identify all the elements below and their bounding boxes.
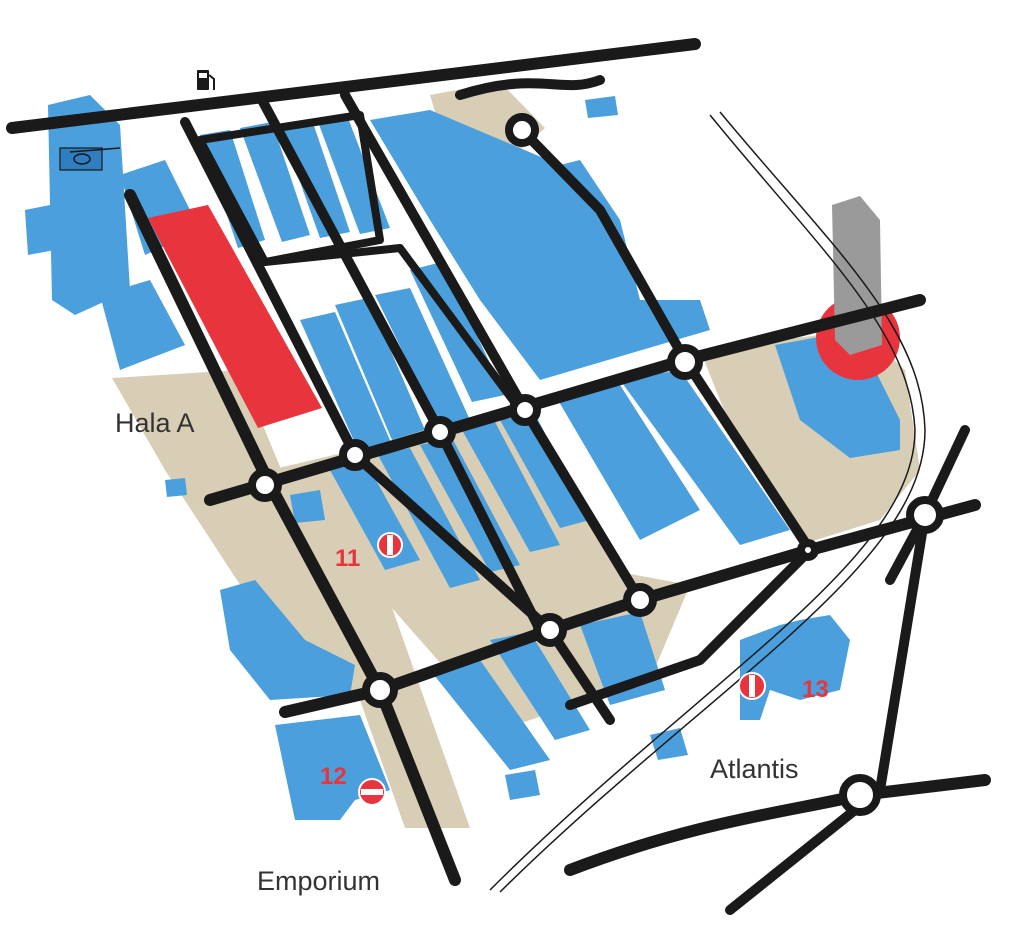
roundabout-1 xyxy=(505,113,539,147)
building-south-1 xyxy=(430,660,550,770)
road-diag-1 xyxy=(124,189,461,886)
building-small-1 xyxy=(585,96,618,118)
building-complex-large xyxy=(370,110,710,380)
ground-left xyxy=(112,370,470,828)
skyscraper-icon xyxy=(816,196,900,380)
roundabouts xyxy=(248,113,944,816)
building-left-4 xyxy=(220,580,355,700)
roundabout-10 xyxy=(906,496,944,534)
roundabout-9 xyxy=(362,672,398,708)
building-mid-row-1 xyxy=(300,312,392,450)
label-atlantis[interactable]: Atlantis xyxy=(710,754,799,784)
building-small-3 xyxy=(165,478,187,497)
helicopter-icon xyxy=(59,147,121,171)
building-top-row-3 xyxy=(280,120,350,238)
roundabout-8 xyxy=(533,613,567,647)
roundabout-7 xyxy=(623,583,657,617)
road-mid-inner xyxy=(261,244,524,414)
marker-12-label: 12 xyxy=(320,763,347,790)
road-top-inner xyxy=(196,111,384,266)
no-entry-bar xyxy=(361,789,383,795)
road-north-main xyxy=(6,38,701,134)
hala-a-highlight[interactable] xyxy=(148,205,322,428)
road-diag-2 xyxy=(180,117,615,725)
building-small-4 xyxy=(290,490,325,523)
building-top-row-1 xyxy=(200,130,265,248)
building-atlantis xyxy=(740,615,850,720)
rail-line-2 xyxy=(499,111,926,893)
building-mid-row-3 xyxy=(375,288,470,428)
roundabout-5 xyxy=(339,439,371,471)
fuel-station-icon xyxy=(197,70,215,90)
road-top-loop xyxy=(455,75,605,100)
building-lower-5 xyxy=(500,414,590,528)
building-south-2 xyxy=(490,632,590,740)
roundabout-3 xyxy=(509,394,541,426)
building-east-2 xyxy=(620,370,790,545)
building-small-2 xyxy=(650,728,688,760)
no-entry-bar xyxy=(387,535,393,555)
roundabout-4 xyxy=(424,416,456,448)
building-lower-4 xyxy=(462,422,560,552)
marker-11[interactable]: 11 xyxy=(335,532,403,572)
roundabout-11 xyxy=(839,774,881,816)
building-small-5 xyxy=(505,770,540,800)
road-south-curve xyxy=(564,774,991,876)
building-east-1 xyxy=(555,385,700,540)
building-mid-row-2 xyxy=(335,298,425,440)
railway xyxy=(489,111,926,893)
roundabout-2 xyxy=(667,344,703,380)
rail-line-1 xyxy=(489,114,916,891)
marker-13-label: 13 xyxy=(802,676,829,703)
label-emporium[interactable]: Emporium xyxy=(257,866,380,896)
marker-12[interactable]: 12 xyxy=(320,763,386,806)
skyscraper-body xyxy=(832,196,882,355)
building-left-1 xyxy=(25,205,55,255)
roundabout-12 xyxy=(797,539,819,561)
marker-11-label: 11 xyxy=(335,545,360,572)
label-hala-a[interactable]: Hala A xyxy=(115,408,195,438)
road-east-loop xyxy=(515,123,815,710)
marker-13[interactable]: 13 xyxy=(738,672,829,703)
no-entry-bar xyxy=(749,675,755,697)
roundabout-6 xyxy=(248,468,282,502)
building-left-2 xyxy=(100,280,185,370)
building-top-row-2 xyxy=(240,122,310,242)
